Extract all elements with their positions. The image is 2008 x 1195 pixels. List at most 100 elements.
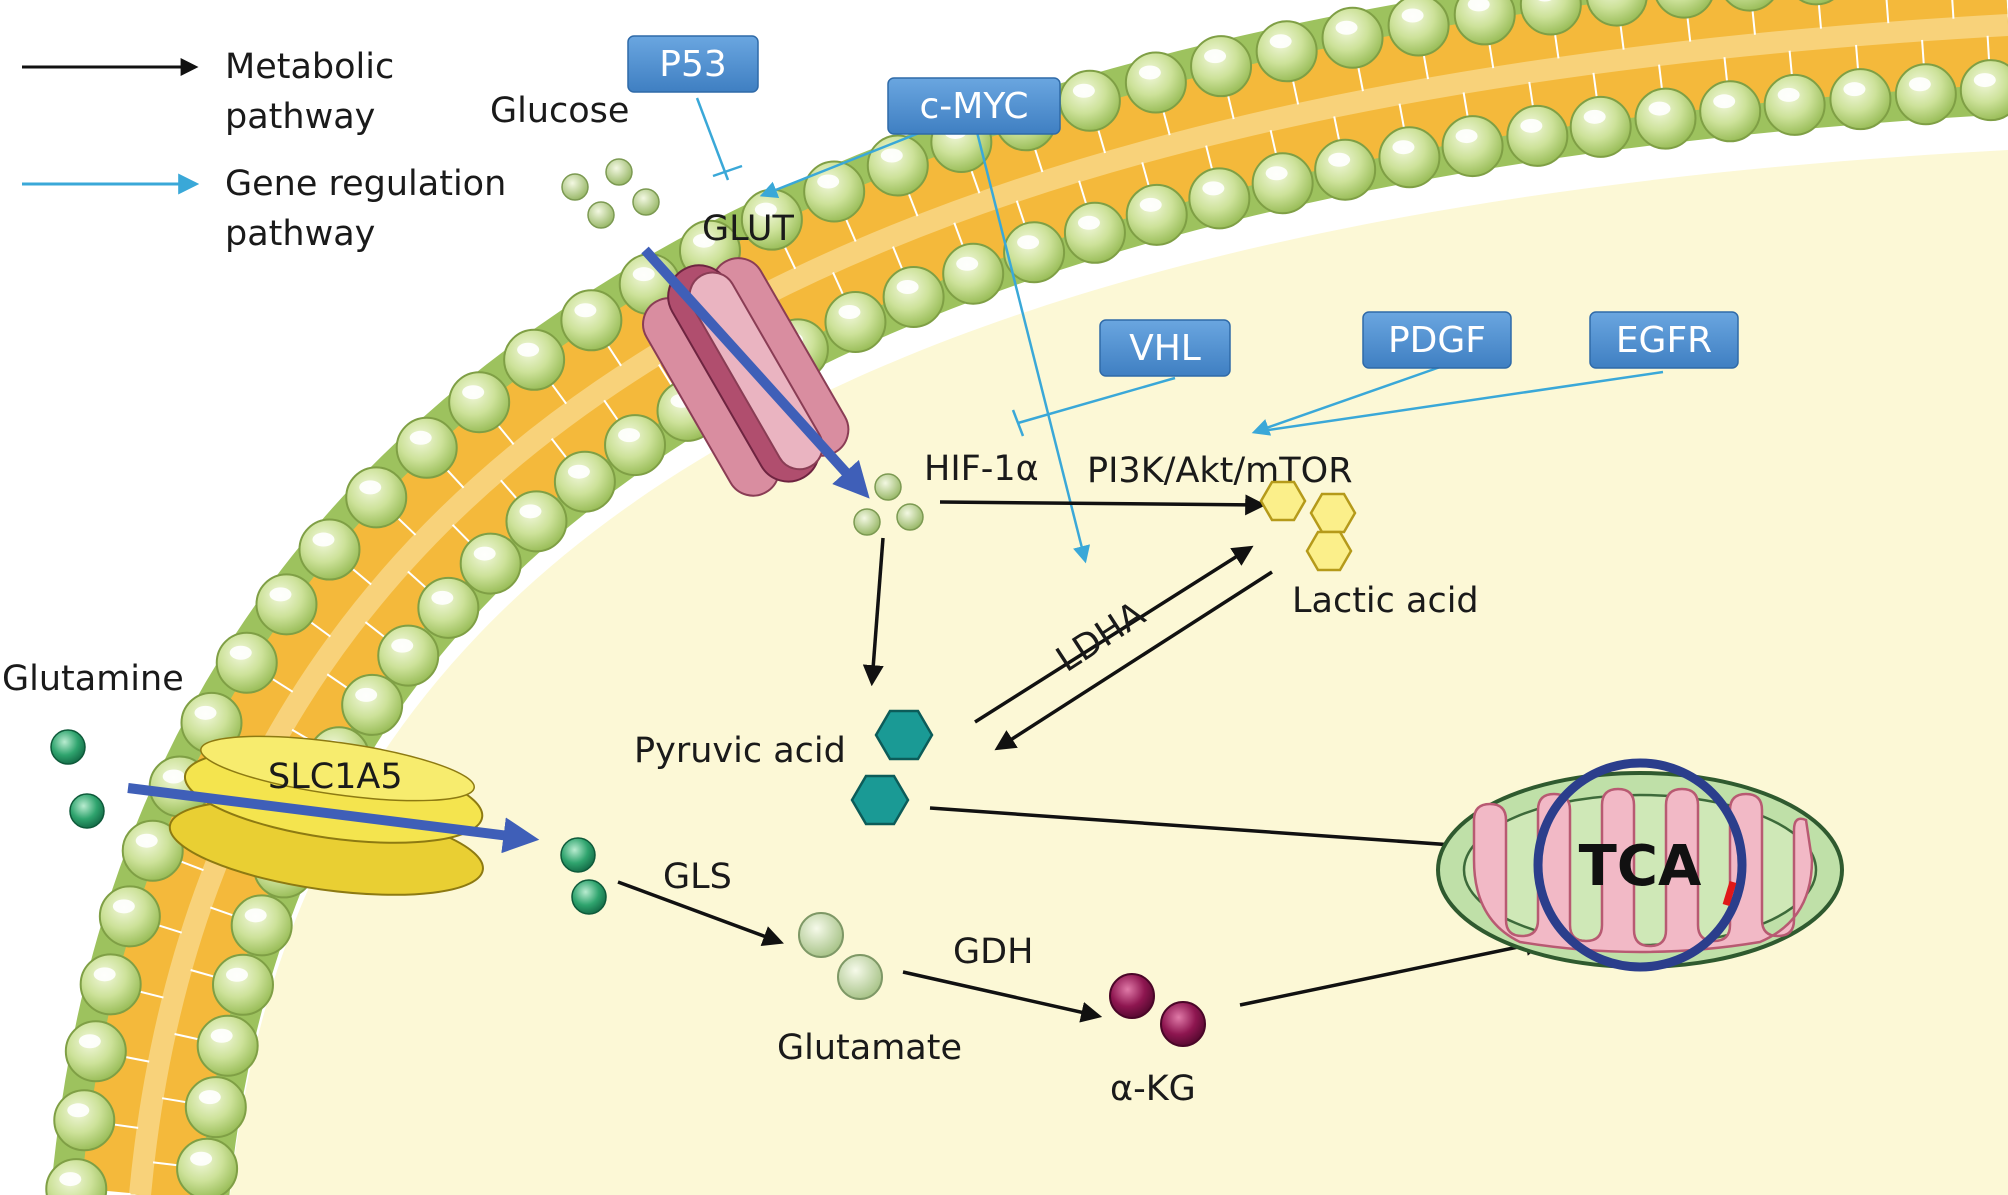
lactic-acid-label: Lactic acid xyxy=(1292,581,1479,621)
lipid-highlight xyxy=(67,1103,90,1118)
lipid-highlight xyxy=(1467,0,1490,12)
lipid-highlight xyxy=(896,279,919,294)
lipid-highlight xyxy=(1648,101,1671,116)
lipid-head xyxy=(942,242,1005,305)
lipid-highlight xyxy=(1455,129,1478,144)
lipid-head xyxy=(184,1076,247,1139)
lipid-head xyxy=(1441,115,1504,178)
lipid-head xyxy=(1829,68,1892,131)
lipid-head xyxy=(1569,95,1632,158)
lipid-head xyxy=(1763,73,1826,136)
lipid-highlight xyxy=(225,967,248,982)
lipid-highlight xyxy=(574,303,597,318)
lipid-head xyxy=(1058,69,1121,132)
vhl-label: VHL xyxy=(1129,328,1201,369)
lactic-acid-molecules xyxy=(1259,480,1357,572)
glutamine-molecules xyxy=(50,729,105,829)
glutamine-label: Glutamine xyxy=(2,659,184,699)
lipid-highlight xyxy=(618,428,641,443)
lipid-head xyxy=(1188,167,1251,230)
lipid-head xyxy=(553,450,616,513)
lipid-highlight xyxy=(567,464,590,479)
egfr-label: EGFR xyxy=(1616,320,1712,361)
lipid-highlight xyxy=(391,638,414,653)
lipid-highlight xyxy=(1202,181,1225,196)
lipid-highlight xyxy=(1265,166,1288,181)
lipid-highlight xyxy=(1077,215,1100,230)
lipid-highlight xyxy=(210,1028,233,1043)
lipid-highlight xyxy=(194,705,217,720)
lipid-highlight xyxy=(632,267,655,282)
lipid-head xyxy=(176,1137,239,1195)
lipid-head xyxy=(1699,80,1762,143)
glucose-molecules xyxy=(561,158,660,229)
lipid-head xyxy=(1190,35,1253,98)
lipid-highlight xyxy=(462,385,485,400)
lipid-highlight xyxy=(1204,49,1227,64)
lipid-head xyxy=(1124,51,1187,114)
gls-label: GLS xyxy=(663,857,732,897)
lipid-head xyxy=(121,819,184,882)
lipid-highlight xyxy=(473,546,496,561)
lipid-highlight xyxy=(817,174,840,189)
lipid-head xyxy=(604,414,667,477)
lipid-head xyxy=(1063,201,1126,264)
lipid-highlight xyxy=(1777,87,1800,102)
lipid-highlight xyxy=(1138,65,1161,80)
lipid-highlight xyxy=(355,687,378,702)
lipid-head xyxy=(196,1014,259,1077)
lipid-head xyxy=(1251,152,1314,215)
lipid-highlight xyxy=(1401,8,1424,23)
lipid-highlight xyxy=(880,148,903,163)
lipid-head xyxy=(1586,0,1648,27)
lipid-head xyxy=(1314,138,1377,201)
lipid-head xyxy=(1519,0,1582,36)
lipid-head xyxy=(64,1020,127,1083)
glutamine-import-arrow xyxy=(127,783,540,854)
tca-label: TCA xyxy=(1579,834,1702,899)
legend: Metabolic pathway Gene regulation pathwa… xyxy=(22,47,506,254)
lipid-highlight xyxy=(1973,73,1996,88)
lipid-head xyxy=(79,953,142,1016)
lipid-tail xyxy=(1951,0,1955,19)
lipid-highlight xyxy=(754,202,777,217)
lipid-highlight xyxy=(956,256,979,271)
lipid-highlight xyxy=(1520,118,1543,133)
lipid-highlight xyxy=(312,532,335,547)
lipid-highlight xyxy=(269,587,292,602)
legend-metabolic-label: Metabolic xyxy=(225,47,394,87)
lipid-head xyxy=(345,466,408,529)
pdgf-label: PDGF xyxy=(1388,320,1486,361)
lipid-highlight xyxy=(1269,34,1292,49)
lipid-head xyxy=(230,894,293,957)
lipid-head xyxy=(560,289,623,352)
legend-metabolic-label-2: pathway xyxy=(225,97,375,137)
hif-label: HIF-1α xyxy=(924,449,1039,489)
lipid-head xyxy=(448,371,511,434)
lipid-head xyxy=(53,1089,116,1152)
lipid-highlight xyxy=(692,233,715,248)
lipid-head xyxy=(803,160,866,223)
slc1a5-label: SLC1A5 xyxy=(268,757,403,797)
lipid-head xyxy=(1798,0,1834,6)
lipid-head xyxy=(1453,0,1516,46)
lipid-highlight xyxy=(1072,83,1095,98)
lipid-highlight xyxy=(59,1172,82,1187)
glut-label: GLUT xyxy=(702,209,794,249)
lipid-head xyxy=(866,134,929,197)
lipid-highlight xyxy=(112,899,135,914)
lipid-highlight xyxy=(1328,152,1351,167)
lipid-highlight xyxy=(229,645,252,660)
lipid-highlight xyxy=(519,504,542,519)
lipid-highlight xyxy=(198,1090,221,1105)
pyruvic-acid-label: Pyruvic acid xyxy=(634,731,846,771)
lipid-highlight xyxy=(1139,197,1162,212)
cmyc-box: c-MYC xyxy=(887,77,1061,135)
lipid-highlight xyxy=(517,342,540,357)
lipid-head xyxy=(417,576,480,639)
lipid-highlight xyxy=(838,305,861,320)
lipid-highlight xyxy=(244,908,267,923)
lipid-head xyxy=(1894,63,1957,126)
lipid-highlight xyxy=(1538,0,1552,2)
